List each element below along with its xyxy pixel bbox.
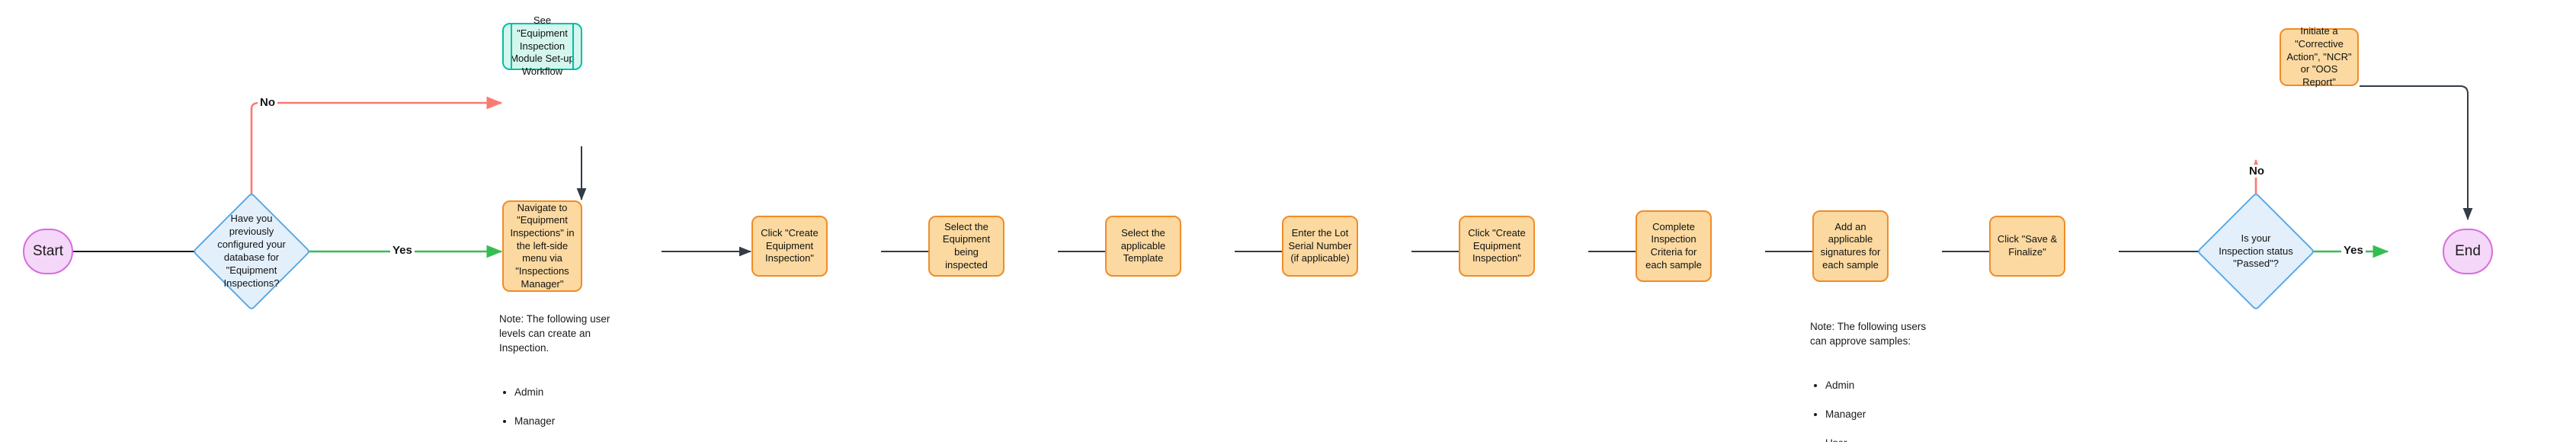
node-click-create-2-label: Click "Create Equipment Inspection" (1468, 227, 1526, 264)
node-complete-criteria[interactable]: Complete Inspection Criteria for each sa… (1636, 210, 1712, 282)
edge-label-configured-no: No (258, 96, 277, 109)
list-item: Manager (514, 414, 633, 428)
list-item: Manager (1825, 407, 1932, 421)
node-complete-criteria-label: Complete Inspection Criteria for each sa… (1645, 220, 1702, 271)
node-add-signatures-label: Add an applicable signatures for each sa… (1820, 220, 1881, 271)
node-corrective-action[interactable]: Initiate a "Corrective Action", "NCR" or… (2280, 25, 2359, 88)
edge-label-passed-no: No (2247, 165, 2267, 178)
node-click-create-2[interactable]: Click "Create Equipment Inspection" (1459, 216, 1535, 277)
edge-corrective-action-to-end (2360, 85, 2473, 220)
node-click-create-1-label: Click "Create Equipment Inspection" (761, 227, 819, 264)
node-end[interactable]: End (2443, 229, 2493, 274)
note-create-inspection: Note: The following user levels can crea… (499, 297, 633, 442)
note-approve-samples-heading: Note: The following users can approve sa… (1810, 321, 1927, 348)
node-enter-lot[interactable]: Enter the Lot Serial Number (if applicab… (1282, 216, 1358, 277)
node-save-finalize[interactable]: Click "Save & Finalize" (1989, 216, 2065, 277)
node-select-equipment[interactable]: Select the Equipment being inspected (928, 216, 1004, 277)
node-click-create-1[interactable]: Click "Create Equipment Inspection" (751, 216, 828, 277)
node-decision-configured[interactable]: Have you previously configured your data… (192, 192, 311, 311)
edge-label-passed-yes: Yes (2341, 244, 2366, 257)
note-approve-samples: Note: The following users can approve sa… (1810, 305, 1932, 442)
node-corrective-action-label: Initiate a "Corrective Action", "NCR" or… (2286, 25, 2352, 88)
node-see-setup-workflow-label: See "Equipment Inspection Module Set-up … (510, 14, 575, 77)
node-select-equipment-label: Select the Equipment being inspected (942, 220, 991, 271)
node-decision-configured-label: Have you previously configured your data… (217, 213, 286, 289)
list-item: User (1825, 436, 1932, 442)
note-create-inspection-list: Admin Manager User Production (499, 370, 633, 442)
node-select-template-label: Select the applicable Template (1120, 227, 1166, 264)
node-decision-passed-label: Is your Inspection status "Passed"? (2219, 232, 2293, 270)
note-create-inspection-heading: Note: The following user levels can crea… (499, 313, 610, 354)
node-navigate-label: Navigate to "Equipment Inspections" in t… (510, 201, 575, 290)
list-item: Admin (514, 385, 633, 399)
node-save-finalize-label: Click "Save & Finalize" (1997, 233, 2058, 258)
node-add-signatures[interactable]: Add an applicable signatures for each sa… (1812, 210, 1889, 282)
list-item: Admin (1825, 378, 1932, 392)
node-decision-passed[interactable]: Is your Inspection status "Passed"? (2196, 192, 2315, 311)
node-enter-lot-label: Enter the Lot Serial Number (if applicab… (1288, 227, 1352, 264)
edge-label-configured-yes: Yes (390, 244, 415, 257)
node-select-template[interactable]: Select the applicable Template (1105, 216, 1181, 277)
edge-decision-no-to-subroutine (250, 96, 503, 205)
node-navigate[interactable]: Navigate to "Equipment Inspections" in t… (502, 200, 582, 292)
node-start[interactable]: Start (23, 229, 73, 274)
node-start-label: Start (32, 242, 64, 259)
node-end-label: End (2455, 242, 2481, 259)
note-approve-samples-list: Admin Manager User Production (if an org… (1810, 364, 1932, 442)
node-see-setup-workflow[interactable]: See "Equipment Inspection Module Set-up … (502, 14, 582, 77)
